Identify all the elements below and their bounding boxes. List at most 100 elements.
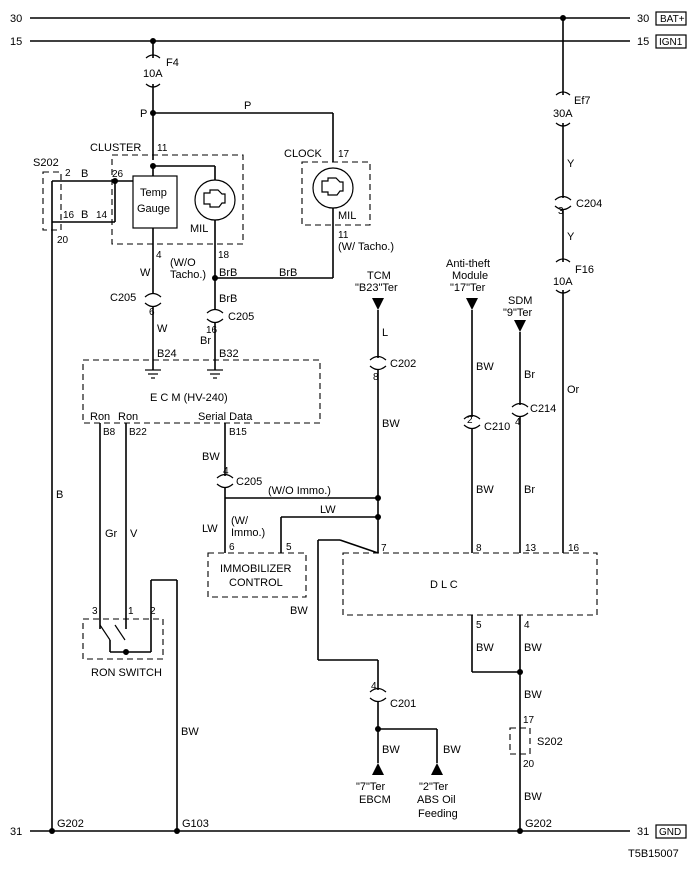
ef7-name: Ef7 — [574, 95, 591, 107]
wire-bw-dlc5: BW — [476, 642, 494, 654]
wire-bw-s202: BW — [524, 791, 542, 803]
ecm-pin-b22: B22 — [129, 427, 147, 438]
dlc-title: D L C — [430, 579, 458, 591]
c201-name: C201 — [390, 698, 416, 710]
f4-rating: 10A — [143, 68, 163, 80]
s202-pin-14: 14 — [96, 210, 108, 221]
cluster-pin-11: 11 — [157, 143, 168, 154]
s202b-pin-17: 17 — [523, 715, 535, 726]
cluster: CLUSTER 11 Temp Gauge MIL 26 4 18 (W/O T… — [90, 142, 244, 281]
ebcm-terminal-icon — [372, 763, 384, 775]
immo-l2: CONTROL — [229, 577, 283, 589]
abs-oil-feeding: "2"Ter ABS Oil Feeding — [417, 763, 458, 820]
wire-bw-anti-1: BW — [476, 361, 494, 373]
ecm: B24 B32 E C M (HV-240) Ron Ron Serial Da… — [82, 348, 321, 438]
wire-w-1: W — [140, 267, 151, 279]
abs-l3: Feeding — [418, 808, 458, 820]
wire-brb-3: BrB — [219, 293, 237, 305]
gnd-rail-num-left: 31 — [10, 826, 22, 838]
wire-p-label-2: P — [244, 100, 251, 112]
connector-c204: 3 C204 — [554, 195, 602, 217]
connector-c205-c: 4 C205 — [216, 466, 262, 489]
gnd-label: GND — [659, 827, 681, 838]
wire-b-s202b: B — [81, 209, 88, 221]
clock: CLOCK 17 MIL 11 (W/ Tacho.) — [284, 148, 394, 253]
c202-name: C202 — [390, 358, 416, 370]
wire-y-1: Y — [567, 158, 575, 170]
clock-title: CLOCK — [284, 148, 323, 160]
temp-gauge-l1: Temp — [140, 187, 167, 199]
cluster-pin-4: 4 — [156, 250, 162, 261]
ign-label: IGN1 — [659, 37, 683, 48]
fuse-f16: F16 10A — [553, 258, 594, 294]
fuse-f4: F4 10A — [143, 38, 179, 160]
splice-s202-left: S202 2 16 14 20 B B B — [33, 157, 133, 831]
temp-gauge-l2: Gauge — [137, 203, 170, 215]
gnd-label-box — [655, 824, 687, 839]
wire-bw-tcm: BW — [382, 418, 400, 430]
clock-mil: MIL — [338, 210, 356, 222]
ebcm-l2: EBCM — [359, 794, 391, 806]
wire-wo-immo: (W/O Immo.) — [268, 485, 331, 497]
c202-pin: 8 — [373, 372, 379, 383]
ron-pin-1: 1 — [128, 606, 134, 617]
anti-theft-module: Anti-theft Module "17"Ter — [446, 258, 490, 310]
f16-rating: 10A — [553, 276, 573, 288]
ecm-serial-data: Serial Data — [198, 411, 253, 423]
ecm-ron-1: Ron — [90, 411, 110, 423]
anti-theft-l3: "17"Ter — [450, 282, 486, 294]
clock-note: (W/ Tacho.) — [338, 241, 394, 253]
dlc-pin-8: 8 — [476, 543, 482, 554]
s202b-name: S202 — [537, 736, 563, 748]
immo-note-l1: (W/ — [231, 515, 249, 527]
ecm-pin-b15: B15 — [229, 427, 247, 438]
bat-label-box — [655, 11, 687, 26]
ecm-ron-2: Ron — [118, 411, 138, 423]
figure-id: T5B15007 — [628, 848, 679, 860]
abs-l1: "2"Ter — [419, 781, 449, 793]
tcm-l2: "B23"Ter — [355, 282, 398, 294]
connector-c210: 2 C210 — [463, 414, 510, 433]
ecm-pin-b32: B32 — [219, 348, 239, 360]
wire-b-long: B — [56, 489, 63, 501]
wire-w-2: W — [157, 323, 168, 335]
sdm-l2: "9"Ter — [503, 307, 533, 319]
cluster-note-l2: Tacho.) — [170, 269, 206, 281]
dlc-pin-13: 13 — [525, 543, 537, 554]
connector-c202: 8 C202 — [369, 355, 416, 383]
abs-l2: ABS Oil — [417, 794, 456, 806]
ign-label-box — [655, 34, 687, 49]
anti-theft-l2: Module — [452, 270, 488, 282]
wire-bw-dlc7: BW — [290, 605, 308, 617]
engine-icon — [203, 189, 226, 208]
ecm-pin-b8: B8 — [103, 427, 116, 438]
immo-pin-5: 5 — [286, 542, 292, 553]
anti-theft-terminal-icon — [466, 298, 478, 310]
cluster-title: CLUSTER — [90, 142, 141, 154]
wire-bw-dlc4: BW — [524, 642, 542, 654]
s202-pin-2: 2 — [65, 168, 71, 179]
f4-name: F4 — [166, 57, 179, 69]
wire-bw-ebcm: BW — [382, 744, 400, 756]
c214-pin: 4 — [515, 417, 521, 428]
wire-brb-2: BrB — [279, 267, 297, 279]
sdm: SDM "9"Ter — [503, 295, 533, 332]
c205c-pin: 4 — [223, 466, 229, 477]
anti-theft-l1: Anti-theft — [446, 258, 490, 270]
c210-name: C210 — [484, 421, 510, 433]
wire-lw-immo: LW — [202, 523, 218, 535]
bat-rail-num-left: 30 — [10, 13, 22, 25]
c205a-name: C205 — [110, 292, 136, 304]
wire-y-2: Y — [567, 231, 575, 243]
dlc-pin-4: 4 — [524, 620, 530, 631]
c205c-name: C205 — [236, 476, 262, 488]
tcm-terminal-icon — [372, 298, 384, 310]
c204-name: C204 — [576, 198, 602, 210]
s202b-pin-20: 20 — [523, 759, 535, 770]
dlc: D L C 7 8 13 16 5 4 — [342, 543, 598, 631]
gnd-rail: 31 31 GND — [10, 824, 687, 839]
temp-gauge — [132, 175, 178, 229]
sdm-l1: SDM — [508, 295, 532, 307]
ecm-pin-b24: B24 — [157, 348, 177, 360]
ign-rail-num-left: 15 — [10, 36, 22, 48]
